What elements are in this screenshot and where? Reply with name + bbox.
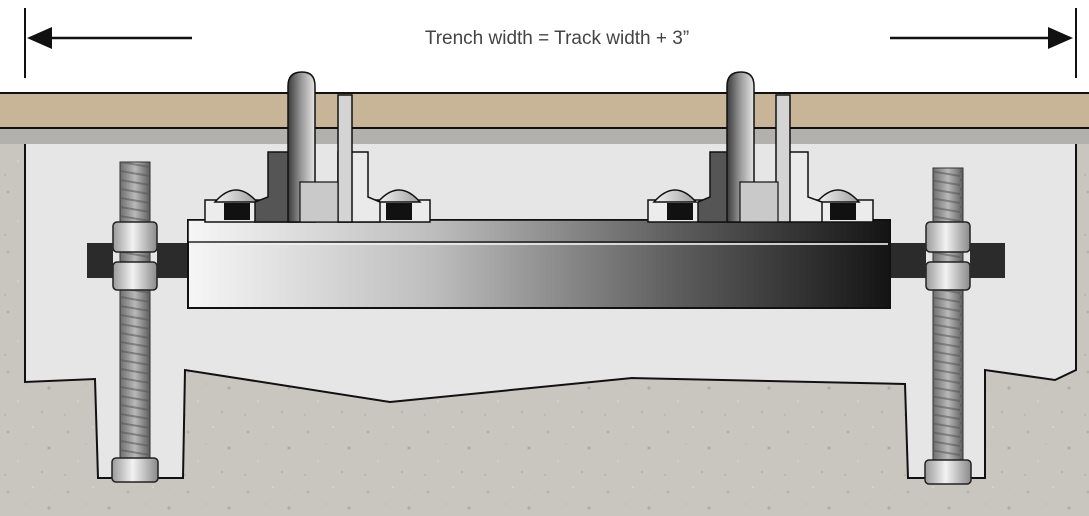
arrow-right-icon [1048,27,1073,49]
base-nut-right [924,459,972,485]
bolt-head-left-inner [376,189,422,203]
hex-nut-lower-right [925,261,971,291]
rail-channel [187,219,891,309]
anchor-rod-right [924,167,972,485]
hex-nut-lower-left [112,261,158,291]
base-nut-left [111,457,159,483]
arrow-left-icon [27,27,52,49]
trench-width-label: Trench width = Track width + 3” [425,28,689,49]
surface-layer [0,92,1089,144]
bolt-head-right-outer [815,189,861,203]
fastener-assembly-left [204,71,431,223]
bolt-head-right-inner [652,189,698,203]
dimension-line: Trench width = Track width + 3” [24,8,1077,78]
hex-nut-upper-right [925,221,971,253]
anchor-rod-left [111,161,159,483]
hex-nut-upper-left [112,221,158,253]
fastener-assembly-right [647,71,874,223]
support-bar [87,243,1005,278]
